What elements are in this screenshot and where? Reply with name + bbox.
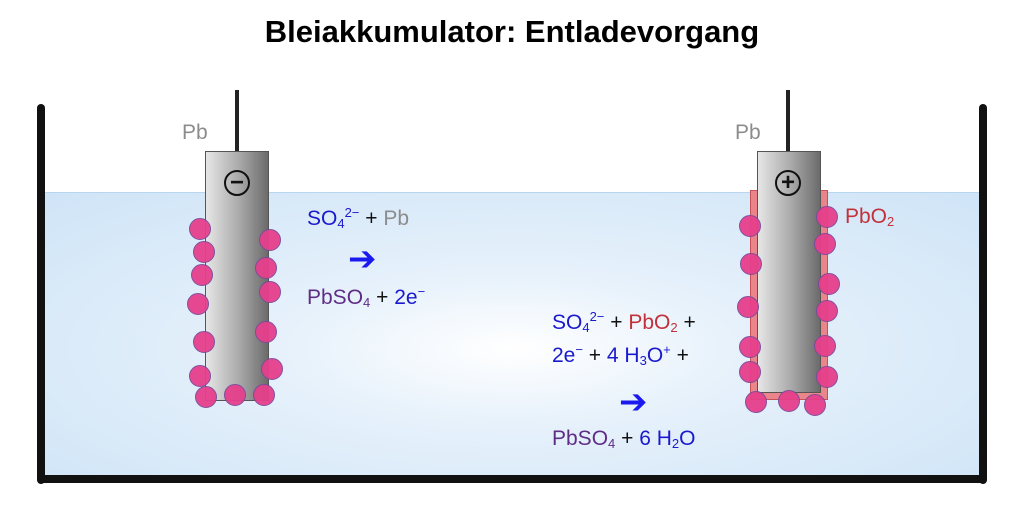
lead-sulfate: PbSO4	[552, 427, 616, 451]
diagram-title: Bleiakkumulator: Entladevorgang	[264, 14, 760, 49]
pbso4-crystal	[804, 394, 826, 416]
pbo2-sub: 2	[887, 214, 895, 229]
right-reactants-line2: 2e− + 4 H3O+ +	[552, 342, 689, 368]
lead-dioxide: PbO2	[628, 311, 678, 335]
pbo2-label: PbO2	[845, 205, 894, 229]
right-products: PbSO4 + 6 H2O	[552, 427, 695, 451]
pbso4-crystal	[818, 273, 840, 295]
pbso4-crystal	[737, 296, 759, 318]
container-bottom	[37, 475, 987, 483]
pbso4-crystal	[261, 358, 283, 380]
pbso4-crystal	[195, 386, 217, 408]
pbso4-crystal	[816, 300, 838, 322]
left-wire	[235, 90, 239, 152]
pbso4-crystal	[745, 391, 767, 413]
pbso4-crystal	[255, 321, 277, 343]
pbso4-crystal	[187, 293, 209, 315]
water: 6 H2O	[639, 427, 696, 451]
pbso4-crystal	[259, 229, 281, 251]
pbso4-crystal	[189, 218, 211, 240]
pbso4-crystal	[191, 264, 213, 286]
left-products: PbSO4 + 2e−	[307, 284, 425, 310]
right-reaction-arrow-icon: ➔	[619, 383, 648, 421]
pbso4-crystal	[255, 257, 277, 279]
pbso4-crystal	[253, 384, 275, 406]
plus: +	[359, 207, 384, 230]
left-reactants: SO42− + Pb	[307, 205, 409, 231]
left-electrode-label: Pb	[182, 121, 208, 144]
hydronium: 4 H3O+	[606, 342, 671, 368]
left-reaction-arrow-icon: ➔	[348, 240, 377, 278]
lead: Pb	[383, 207, 410, 230]
pbso4-crystal	[740, 253, 762, 275]
pbso4-crystal	[816, 366, 838, 388]
pbso4-crystal	[189, 365, 211, 387]
plus: +	[582, 344, 607, 367]
electrolyte	[44, 192, 980, 477]
pbso4-crystal	[224, 384, 246, 406]
plus: +	[677, 311, 696, 334]
pbso4-crystal	[778, 390, 800, 412]
plus: +	[370, 286, 395, 309]
sulfate: SO42−	[307, 205, 360, 231]
plus: +	[670, 344, 689, 367]
right-electrode-label: Pb	[735, 121, 761, 144]
pbso4-crystal	[739, 361, 761, 383]
right-wire	[786, 90, 790, 152]
pbso4-crystal	[259, 281, 281, 303]
plus-sign-icon: +	[775, 170, 801, 196]
pbso4-crystal	[814, 335, 836, 357]
electrons: 2e−	[394, 284, 426, 309]
minus-sign-icon: −	[224, 170, 250, 196]
pbso4-crystal	[739, 215, 761, 237]
electrons: 2e−	[552, 342, 583, 367]
pbso4-crystal	[816, 206, 838, 228]
pbso4-crystal	[193, 331, 215, 353]
plus: +	[604, 311, 629, 334]
plus: +	[615, 427, 640, 450]
right-reactants-line1: SO42− + PbO2 +	[552, 309, 696, 335]
container-right-wall	[979, 104, 987, 484]
container-left-wall	[37, 104, 45, 484]
sulfate: SO42−	[552, 309, 605, 335]
pbso4-crystal	[739, 336, 761, 358]
pbso4-crystal	[814, 233, 836, 255]
pbo2-text: PbO	[845, 205, 888, 228]
pbso4-crystal	[193, 241, 215, 263]
lead-sulfate: PbSO4	[307, 286, 371, 310]
